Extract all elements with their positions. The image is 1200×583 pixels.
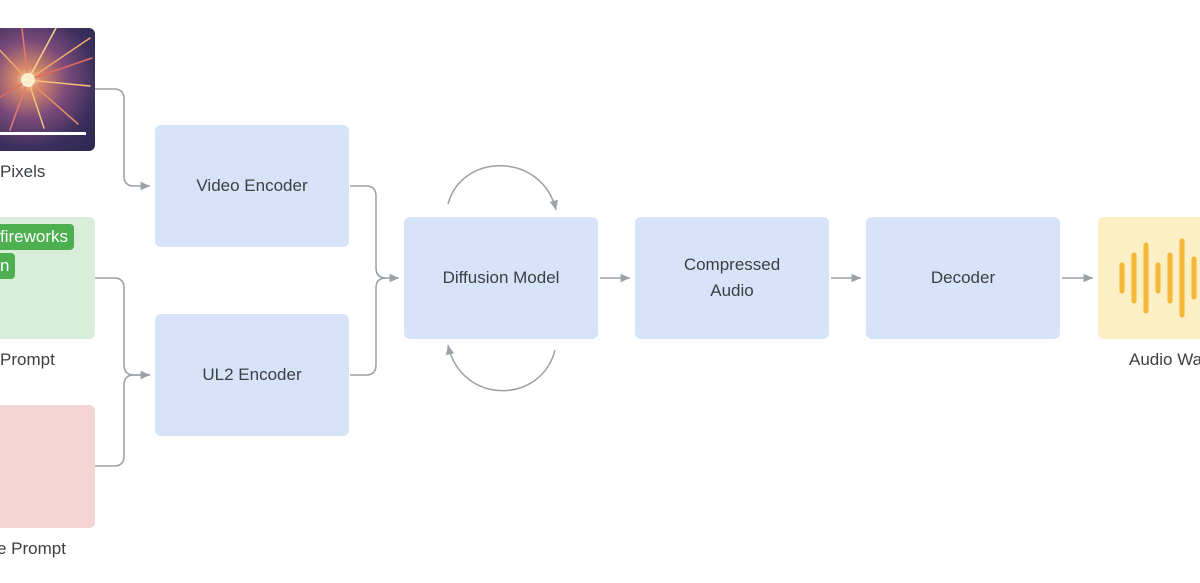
prompt-chip-line1: fireworks xyxy=(0,224,75,250)
audio-waveform-box xyxy=(1098,217,1200,339)
pixels-thumbnail xyxy=(0,28,95,151)
decoder-label: Decoder xyxy=(930,268,996,287)
video-progress-bar xyxy=(0,132,86,135)
pixels-to-video-encoder-arrow xyxy=(95,88,150,191)
negative-prompt-caption: e Prompt xyxy=(0,539,66,558)
ul2-encoder-label: UL2 Encoder xyxy=(202,365,302,384)
audio-waveform-caption: Audio Wa xyxy=(1129,350,1200,369)
pixels-caption: Pixels xyxy=(0,162,46,181)
prompt-to-ul2-encoder-arrow xyxy=(95,277,150,376)
diffusion-model-label: Diffusion Model xyxy=(442,268,560,287)
negative-prompt-to-ul2-encoder-arrow xyxy=(95,370,150,467)
negative-prompt-box xyxy=(0,405,95,528)
video-encoder-label: Video Encoder xyxy=(196,176,308,195)
prompt-chip-line2: n xyxy=(0,253,16,279)
video-encoder-node: Video Encoder xyxy=(155,125,349,247)
ul2-encoder-to-diffusion-arrow xyxy=(350,277,387,376)
diffusion-loop-bottom-arrow xyxy=(445,344,556,392)
ul2-encoder-node: UL2 Encoder xyxy=(155,314,349,436)
fireworks-image xyxy=(0,28,93,135)
diffusion-loop-top-arrow xyxy=(447,165,558,211)
waveform-icon xyxy=(1119,238,1197,318)
compressed-audio-label-line1: Compressed xyxy=(683,255,781,274)
decoder-node: Decoder xyxy=(866,217,1060,339)
text-prompt-caption: Prompt xyxy=(0,350,55,369)
diffusion-model-node: Diffusion Model xyxy=(404,217,598,339)
video-encoder-to-diffusion-arrow xyxy=(350,185,399,283)
compressed-audio-node: Compressed Audio xyxy=(635,217,829,339)
compressed-audio-label-line2: Audio xyxy=(710,281,754,300)
